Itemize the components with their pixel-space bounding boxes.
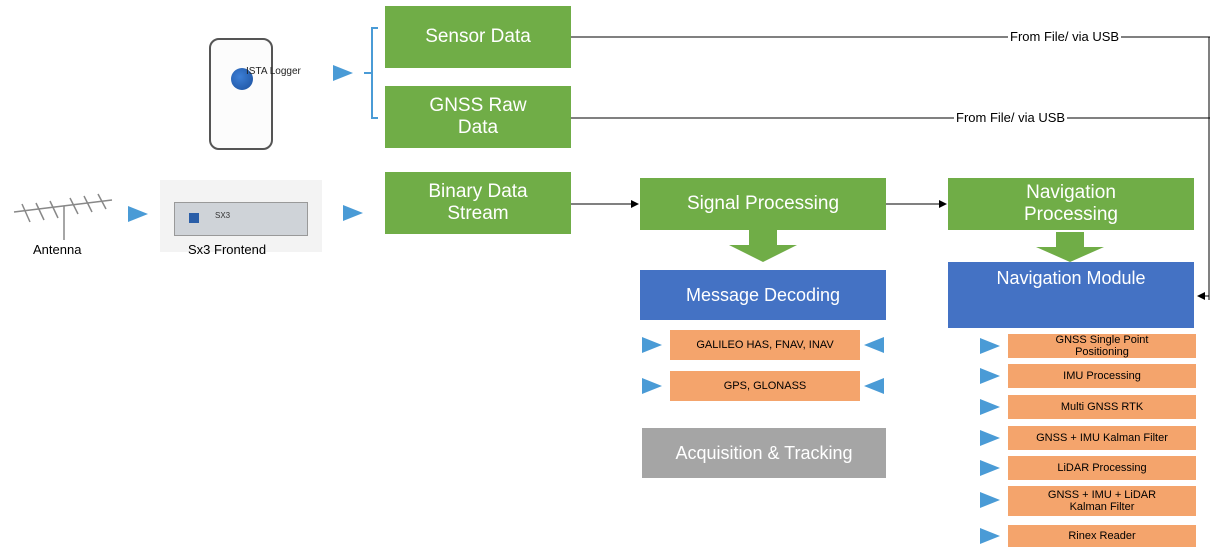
nav-item-label: GNSS + IMU Kalman Filter (1036, 432, 1168, 444)
nav-arrow-3-icon (980, 399, 1000, 415)
phone-device (209, 38, 273, 150)
nav-item-lidar: LiDAR Processing (1008, 456, 1196, 480)
usb-label-2: From File/ via USB (954, 110, 1068, 125)
binary-data-stream-box: Binary Data Stream (385, 172, 571, 234)
nav-item-gnss-imu-lidar-kf: GNSS + IMU + LiDAR Kalman Filter (1008, 486, 1196, 516)
nav-item-rinex: Rinex Reader (1008, 525, 1196, 547)
nav-item-label: GNSS Single Point Positioning (1055, 334, 1149, 358)
navigation-module-label: Navigation Module (996, 268, 1146, 288)
antenna-arrow-icon (128, 206, 148, 222)
phone-arrow-icon (333, 65, 353, 81)
gnss-raw-data-label: GNSS Raw Data (429, 95, 527, 138)
nav-item-imu: IMU Processing (1008, 364, 1196, 388)
acquisition-tracking-label: Acquisition & Tracking (675, 442, 853, 463)
frontend-label: Sx3 Frontend (188, 242, 267, 257)
nav-arrow-6-icon (980, 492, 1000, 508)
down-arrow-signal (729, 230, 797, 262)
message-decoding-box: Message Decoding (640, 270, 886, 320)
nav-item-spp: GNSS Single Point Positioning (1008, 334, 1196, 358)
message-arrow-right-1-icon (864, 337, 884, 353)
nav-item-label: Multi GNSS RTK (1060, 401, 1144, 413)
antenna-label: Antenna (33, 242, 82, 257)
frontend-port-icon (189, 213, 199, 223)
acquisition-tracking-box: Acquisition & Tracking (642, 428, 886, 478)
message-arrow-right-2-icon (864, 378, 884, 394)
nav-arrow-5-icon (980, 460, 1000, 476)
sensor-data-label: Sensor Data (425, 26, 531, 47)
gnss-raw-data-box: GNSS Raw Data (385, 86, 571, 148)
message-arrow-left-2-icon (642, 378, 662, 394)
signal-processing-label: Signal Processing (686, 193, 840, 214)
navigation-module-box: Navigation Module (948, 262, 1194, 328)
nav-item-gnss-imu-kf: GNSS + IMU Kalman Filter (1008, 426, 1196, 450)
navigation-processing-box: Navigation Processing (948, 178, 1194, 230)
phone-app-label: ISTA Logger (246, 66, 301, 77)
message-item-gps: GPS, GLONASS (670, 371, 860, 401)
message-item-label: GPS, GLONASS (723, 380, 807, 392)
signal-processing-box: Signal Processing (640, 178, 886, 230)
message-arrow-left-1-icon (642, 337, 662, 353)
sx3-frontend-image: SX3 (160, 180, 322, 252)
nav-arrow-4-icon (980, 430, 1000, 446)
ista-logo-icon (231, 68, 253, 90)
antenna-icon (13, 193, 113, 240)
message-item-galileo: GALILEO HAS, FNAV, INAV (670, 330, 860, 360)
sensor-data-box: Sensor Data (385, 6, 571, 68)
down-arrow-nav (1036, 232, 1104, 262)
nav-arrow-1-icon (980, 338, 1000, 354)
bracket-line (371, 27, 378, 119)
nav-item-label: Rinex Reader (1068, 530, 1136, 542)
navigation-processing-label: Navigation Processing (1024, 182, 1118, 225)
message-decoding-label: Message Decoding (685, 284, 841, 305)
frontend-box-icon: SX3 (174, 202, 308, 236)
nav-item-label: GNSS + IMU + LiDAR Kalman Filter (1047, 489, 1157, 513)
nav-item-label: LiDAR Processing (1057, 462, 1147, 474)
frontend-arrow-icon (343, 205, 363, 221)
nav-arrow-7-icon (980, 528, 1000, 544)
frontend-brand: SX3 (215, 211, 231, 220)
nav-item-rtk: Multi GNSS RTK (1008, 395, 1196, 419)
message-item-label: GALILEO HAS, FNAV, INAV (696, 339, 834, 351)
nav-item-label: IMU Processing (1063, 370, 1141, 382)
usb-label-1: From File/ via USB (1008, 29, 1122, 44)
nav-arrow-2-icon (980, 368, 1000, 384)
binary-data-stream-label: Binary Data Stream (428, 181, 528, 224)
